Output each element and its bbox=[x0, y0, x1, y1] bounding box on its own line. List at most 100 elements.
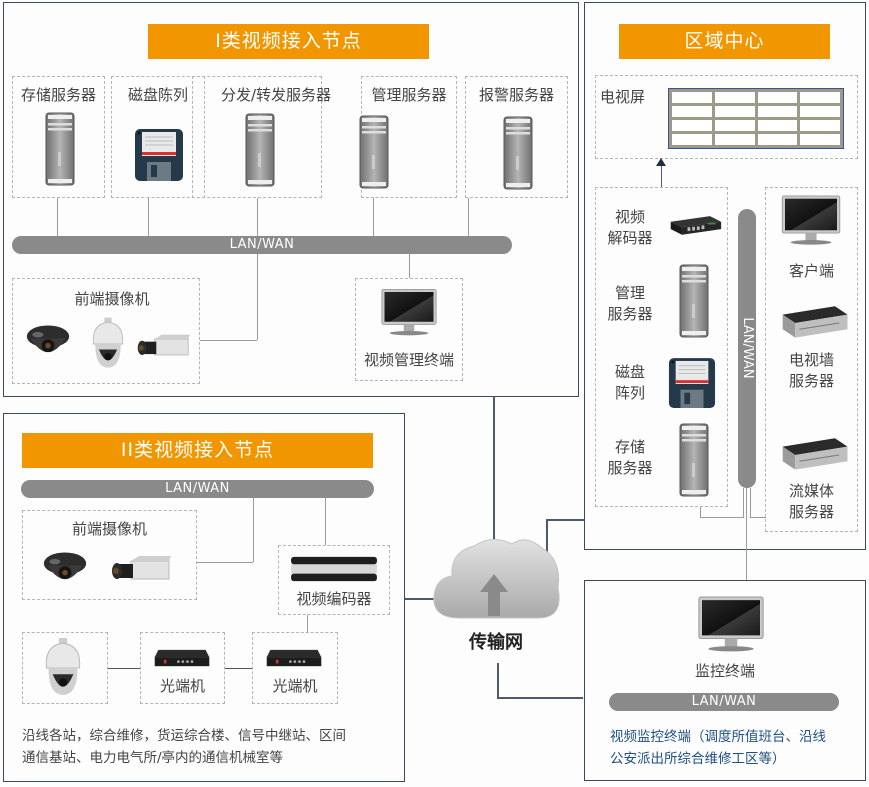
front-cameras-box[interactable] bbox=[12, 278, 200, 384]
server-tower-icon bbox=[359, 115, 389, 189]
decoder-icon bbox=[667, 212, 723, 237]
connector-line bbox=[409, 254, 410, 278]
connector-line bbox=[200, 340, 257, 341]
link-line bbox=[493, 396, 495, 550]
optical-label: 光端机 bbox=[159, 677, 205, 695]
connector-line bbox=[750, 517, 766, 518]
cameras-label: 前端摄像机 bbox=[71, 520, 147, 538]
connector-line bbox=[253, 498, 254, 562]
device-box-disk-array[interactable] bbox=[111, 76, 205, 198]
cameras-label: 前端摄像机 bbox=[74, 290, 150, 308]
connector-line bbox=[307, 615, 308, 632]
connector-line bbox=[57, 198, 58, 236]
connector-line bbox=[746, 488, 747, 580]
device-label: 磁盘陈列 bbox=[127, 86, 188, 104]
device-box-alarm-server[interactable] bbox=[465, 76, 568, 198]
dome-camera-icon bbox=[25, 320, 71, 364]
monitor-icon bbox=[381, 288, 437, 338]
monitor-terminal-label: 监控终端 bbox=[694, 662, 755, 680]
server-tower-icon bbox=[679, 264, 709, 338]
ptz-camera-icon bbox=[40, 637, 86, 699]
server-tower-icon bbox=[245, 113, 275, 187]
device-label: 报警服务器 bbox=[478, 86, 554, 104]
connector-line bbox=[700, 517, 744, 518]
device-label: 流媒体服务器 bbox=[788, 482, 834, 521]
monitor-note: 视频监控终端（调度所值班台、沿线 公安派出所综合维修工区等） bbox=[610, 729, 826, 767]
video-encoder-box[interactable] bbox=[278, 545, 390, 615]
terminal-label: 视频管理终端 bbox=[363, 351, 454, 369]
device-label: 管理服务器 bbox=[371, 86, 447, 104]
device-label: 管理服务器 bbox=[607, 284, 653, 323]
dome-camera-icon bbox=[42, 548, 88, 590]
optical-transceiver-icon bbox=[262, 648, 326, 668]
link-line bbox=[497, 697, 583, 699]
bus-label: LAN/WAN bbox=[740, 317, 755, 379]
server-tower-icon bbox=[503, 116, 533, 190]
device-label: 磁盘阵列 bbox=[614, 363, 645, 402]
link-line bbox=[497, 663, 499, 697]
monitor-panel bbox=[584, 580, 866, 781]
connector-line bbox=[700, 507, 701, 518]
node1-lan-wan-bus: LAN/WAN bbox=[12, 236, 512, 254]
box-camera-icon bbox=[135, 333, 190, 361]
tv-wall-label: 电视屏 bbox=[600, 88, 646, 106]
connector-line bbox=[225, 668, 252, 669]
center-left-devices-box[interactable] bbox=[595, 187, 728, 507]
monitor-lan-wan-bus: LAN/WAN bbox=[609, 693, 839, 711]
disk-array-icon bbox=[134, 128, 184, 184]
device-label: 存储服务器 bbox=[607, 438, 653, 477]
connector-line bbox=[325, 498, 326, 545]
tv-wall-grid bbox=[668, 88, 844, 149]
node1-title: I类视频接入节点 bbox=[148, 24, 429, 59]
encoder-label: 视频编码器 bbox=[296, 590, 372, 608]
connector-line bbox=[257, 254, 258, 340]
node2-note: 沿线各站，综合维修，货运综合楼、信号中继站、区间 通信基站、电力电气所/亭内的通… bbox=[22, 728, 346, 766]
link-line bbox=[546, 519, 548, 563]
center-right-devices-box[interactable] bbox=[765, 187, 858, 532]
video-management-terminal-box[interactable] bbox=[355, 278, 463, 381]
tv-wall-box[interactable] bbox=[595, 75, 858, 159]
node2-title: II类视频接入节点 bbox=[22, 433, 373, 468]
server-tower-icon bbox=[45, 112, 75, 186]
device-label: 存储服务器 bbox=[20, 86, 96, 104]
device-label: 电视墙服务器 bbox=[788, 351, 834, 390]
front-cameras-box[interactable] bbox=[22, 510, 197, 600]
optical-label: 光端机 bbox=[272, 677, 318, 695]
ptz-camera-icon bbox=[88, 316, 128, 372]
device-box-storage-server[interactable] bbox=[12, 76, 105, 198]
link-line bbox=[405, 598, 438, 600]
monitor-icon bbox=[697, 596, 765, 654]
video-encoder-icon bbox=[289, 555, 379, 583]
box-camera-icon bbox=[108, 555, 172, 585]
device-label: 视频解码器 bbox=[607, 208, 653, 247]
connector-line bbox=[750, 488, 751, 518]
node2-panel bbox=[3, 413, 405, 782]
network-label: 传输网 bbox=[469, 632, 523, 653]
arrow-line bbox=[661, 165, 662, 187]
connector-line bbox=[197, 562, 253, 563]
rack-server-icon bbox=[776, 432, 850, 478]
arrow-up-icon bbox=[656, 158, 666, 166]
connector-line bbox=[743, 488, 744, 518]
optical-transceiver-icon bbox=[150, 648, 214, 668]
node2-lan-wan-bus: LAN/WAN bbox=[21, 480, 374, 498]
connector-line bbox=[108, 668, 140, 669]
connector-line bbox=[257, 198, 258, 236]
device-label: 客户端 bbox=[788, 262, 834, 280]
disk-array-icon bbox=[668, 357, 716, 411]
monitor-icon bbox=[781, 195, 841, 247]
center-title: 区域中心 bbox=[619, 24, 830, 59]
center-lan-wan-bus: LAN/WAN bbox=[738, 209, 756, 488]
link-line bbox=[546, 519, 584, 521]
connector-line bbox=[373, 198, 374, 236]
rack-server-icon bbox=[776, 300, 850, 346]
optical-transceiver-box[interactable] bbox=[140, 632, 225, 704]
device-label: 分发/转发服务器 bbox=[220, 86, 332, 104]
connector-line bbox=[468, 198, 469, 236]
connector-line bbox=[148, 198, 149, 236]
server-tower-icon bbox=[679, 423, 709, 497]
cloud-icon bbox=[433, 539, 560, 619]
device-box-distribution-server[interactable] bbox=[192, 76, 322, 198]
ptz-camera-box[interactable] bbox=[22, 632, 108, 704]
optical-transceiver-box[interactable] bbox=[252, 632, 338, 704]
